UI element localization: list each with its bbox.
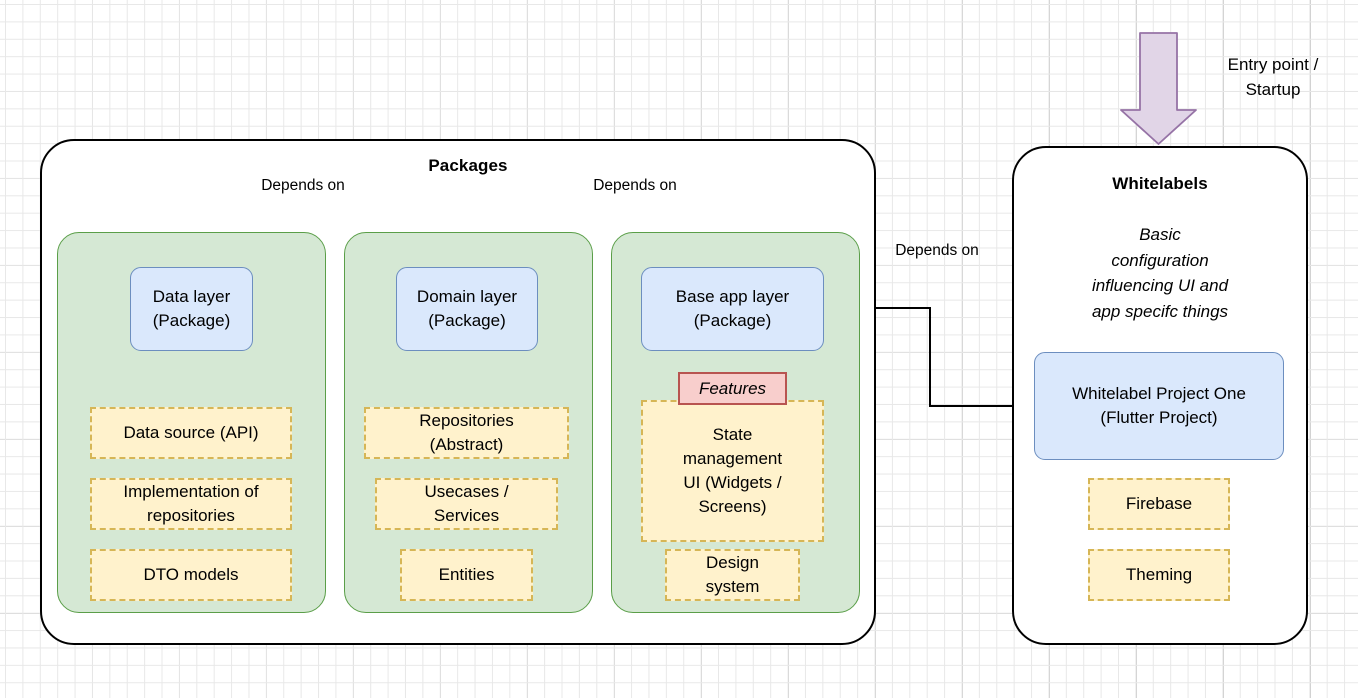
item-repositories-abstract[interactable]: Repositories (Abstract) [364,407,569,459]
edge-label-base-to-domain: Depends on [593,177,677,194]
item-state-management-ui-label: State management UI (Widgets / Screens) [682,425,783,516]
package-box-data-layer[interactable]: Data layer (Package) [130,267,253,351]
entry-point-label: Entry point / Startup [1227,55,1319,99]
package-box-base-app-layer[interactable]: Base app layer (Package) [641,267,824,351]
features-badge-label: Features [698,378,767,398]
item-theming-label: Theming [1125,565,1193,584]
item-design-system[interactable]: Design system [665,549,800,601]
package-box-domain-layer-label: Domain layer (Package) [416,287,518,330]
item-usecases-services[interactable]: Usecases / Services [375,478,558,530]
item-firebase[interactable]: Firebase [1088,478,1230,530]
features-badge[interactable]: Features [678,372,787,405]
item-state-management-ui[interactable]: State management UI (Widgets / Screens) [641,400,824,542]
item-dto-models-label: DTO models [143,565,239,584]
item-entities[interactable]: Entities [400,549,533,601]
whitelabels-panel-title: Whitelabels [1112,174,1208,193]
item-dto-models[interactable]: DTO models [90,549,292,601]
edge-label-data-to-domain: Depends on [261,177,345,194]
item-implementation-of-repositories[interactable]: Implementation of repositories [90,478,292,530]
package-box-whitelabel-project-one[interactable]: Whitelabel Project One (Flutter Project) [1034,352,1284,460]
packages-panel-title: Packages [428,156,508,175]
whitelabels-description: Basic configuration influencing UI and a… [1091,225,1229,321]
package-box-domain-layer[interactable]: Domain layer (Package) [396,267,538,351]
edge-label-whitelabel-to-base: Depends on [895,242,979,259]
item-usecases-services-label: Usecases / Services [424,482,509,525]
package-box-whitelabel-project-one-label: Whitelabel Project One (Flutter Project) [1072,384,1246,427]
item-design-system-label: Design system [705,553,760,596]
item-data-source-api-label: Data source (API) [123,423,259,442]
package-box-base-app-layer-label: Base app layer (Package) [675,287,790,330]
item-implementation-of-repositories-label: Implementation of repositories [123,482,259,525]
item-firebase-label: Firebase [1125,494,1193,513]
item-entities-label: Entities [438,565,495,584]
item-repositories-abstract-label: Repositories (Abstract) [419,411,514,454]
package-box-data-layer-label: Data layer (Package) [152,287,231,330]
item-theming[interactable]: Theming [1088,549,1230,601]
entry-point-arrow-icon [1120,32,1197,145]
item-data-source-api[interactable]: Data source (API) [90,407,292,459]
